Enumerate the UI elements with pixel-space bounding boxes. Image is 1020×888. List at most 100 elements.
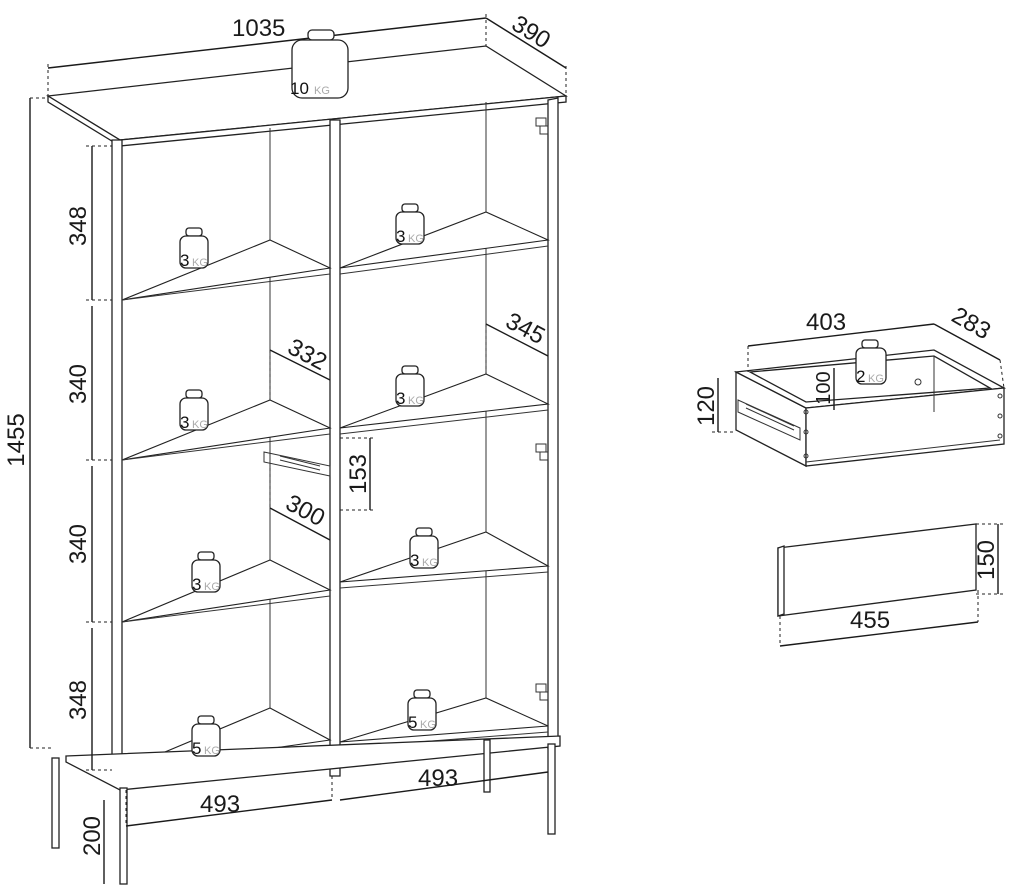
hinge-icon bbox=[535, 117, 549, 135]
drawer-weight-unit: KG bbox=[868, 373, 884, 385]
weight-unit: KG bbox=[420, 719, 436, 731]
drawer-runner-icon bbox=[263, 451, 331, 477]
front-panel-width-line bbox=[779, 621, 979, 647]
inner-width-right-label: 493 bbox=[418, 765, 458, 792]
base-rail bbox=[65, 735, 561, 791]
inner-width-left-line bbox=[125, 799, 333, 827]
weight-unit: KG bbox=[192, 419, 208, 431]
depth-dimension-line bbox=[485, 17, 567, 69]
weight-value: 5 bbox=[192, 739, 201, 758]
drawer-depth-line bbox=[269, 507, 331, 541]
shelf-depth-right-label: 345 bbox=[501, 307, 549, 350]
weight-value: 3 bbox=[192, 575, 201, 594]
top-weight-unit: KG bbox=[314, 85, 330, 97]
width-dimension-line bbox=[47, 17, 487, 69]
shelf-left-1-edge bbox=[121, 273, 331, 301]
shelf-right-3-edge bbox=[339, 571, 549, 589]
weight-unit: KG bbox=[422, 557, 438, 569]
leg-front-left bbox=[51, 757, 60, 849]
top-weight-value: 10 bbox=[290, 79, 309, 98]
inner-width-left-label: 493 bbox=[200, 791, 240, 818]
weight-icon: 3 KG bbox=[395, 365, 425, 408]
weight-value: 3 bbox=[410, 551, 419, 570]
drawer-bottom-edge bbox=[805, 439, 1001, 463]
weight-icon: 5 KG bbox=[407, 689, 437, 732]
shelf-left-2 bbox=[121, 399, 332, 461]
weight-unit: KG bbox=[408, 395, 424, 407]
inner-width-right-line bbox=[339, 771, 549, 801]
drawer-depth-line bbox=[933, 323, 1001, 361]
leg-front-center bbox=[119, 787, 128, 885]
weight-unit: KG bbox=[204, 745, 220, 757]
drawer-screw bbox=[803, 409, 809, 415]
drawer-width-line bbox=[747, 323, 935, 347]
drawer-hole bbox=[914, 378, 922, 386]
weight-icon: 5 KG bbox=[191, 715, 221, 758]
left-side-panel bbox=[111, 139, 123, 771]
section-2-height-label: 340 bbox=[65, 364, 92, 404]
drawer-screw bbox=[997, 433, 1003, 439]
width-label: 1035 bbox=[232, 15, 285, 42]
depth-label: 390 bbox=[507, 10, 555, 54]
shelf-left-2-edge bbox=[121, 433, 331, 461]
weight-icon: 3 KG bbox=[395, 203, 425, 246]
drawer-depth-label: 300 bbox=[281, 489, 329, 532]
hinge-icon bbox=[535, 443, 549, 461]
drawer-slide-icon bbox=[737, 399, 801, 441]
shelf-depth-left-label: 332 bbox=[283, 333, 331, 376]
drawer-screw bbox=[803, 453, 809, 459]
leg-height-label: 200 bbox=[79, 816, 106, 856]
front-panel-width-label: 455 bbox=[850, 607, 890, 634]
shelf-weights: 3 KG 3 KG 3 KG 3 KG 3 KG bbox=[179, 203, 439, 758]
drawer-width-label: 403 bbox=[806, 309, 846, 336]
leg-back-right bbox=[483, 739, 491, 793]
weight-icon: 3 KG bbox=[191, 551, 221, 594]
front-panel: 455 150 bbox=[777, 523, 1004, 647]
shelf-depth-right-line bbox=[485, 323, 549, 357]
drawer-screw bbox=[997, 413, 1003, 419]
drawer-depth-label: 283 bbox=[947, 302, 995, 345]
weight-unit: KG bbox=[192, 257, 208, 269]
shelf-right-2 bbox=[339, 373, 550, 429]
drawer-screw bbox=[803, 429, 809, 435]
leg-front-right bbox=[547, 743, 556, 835]
weight-value: 3 bbox=[396, 389, 405, 408]
middle-divider bbox=[329, 119, 341, 777]
right-side-panel bbox=[547, 97, 559, 749]
drawer-weight-value: 2 bbox=[856, 367, 865, 386]
weight-value: 3 bbox=[396, 227, 405, 246]
front-panel-edge bbox=[777, 545, 785, 617]
drawer-depth-ext bbox=[999, 359, 1005, 389]
weight-icon: 3 KG bbox=[179, 389, 209, 432]
weight-value: 3 bbox=[180, 413, 189, 432]
section-4-height-label: 348 bbox=[65, 680, 92, 720]
shelf-left-3 bbox=[121, 559, 332, 623]
top-weight-icon: 10 KG bbox=[290, 29, 349, 99]
weight-unit: KG bbox=[408, 233, 424, 245]
weight-unit: KG bbox=[204, 581, 220, 593]
drawer-screw bbox=[997, 393, 1003, 399]
front-panel-height-label: 150 bbox=[973, 540, 1000, 580]
front-panel-face bbox=[777, 523, 977, 617]
drawer-height-label: 153 bbox=[345, 454, 372, 494]
cabinet bbox=[46, 45, 568, 885]
section-1-height-label: 348 bbox=[65, 206, 92, 246]
hinge-icon bbox=[535, 683, 549, 701]
shelf-left-3-edge bbox=[121, 595, 331, 623]
drawer-weight-icon: 2 KG bbox=[855, 339, 887, 386]
height-label: 1455 bbox=[3, 413, 30, 466]
shelf-left-1 bbox=[121, 239, 332, 301]
shelf-right-2-edge bbox=[339, 409, 549, 435]
weight-value: 3 bbox=[180, 251, 189, 270]
weight-value: 5 bbox=[408, 713, 417, 732]
weight-icon: 3 KG bbox=[179, 227, 209, 270]
shelf-depth-left-line bbox=[269, 349, 331, 381]
shelf-right-bottom bbox=[339, 697, 549, 743]
drawer-front-panel bbox=[805, 387, 1005, 467]
drawer-inner-height-label: 100 bbox=[813, 371, 835, 404]
drawer-height-label: 120 bbox=[693, 386, 720, 426]
section-3-height-label: 340 bbox=[65, 524, 92, 564]
weight-icon: 3 KG bbox=[409, 527, 439, 570]
